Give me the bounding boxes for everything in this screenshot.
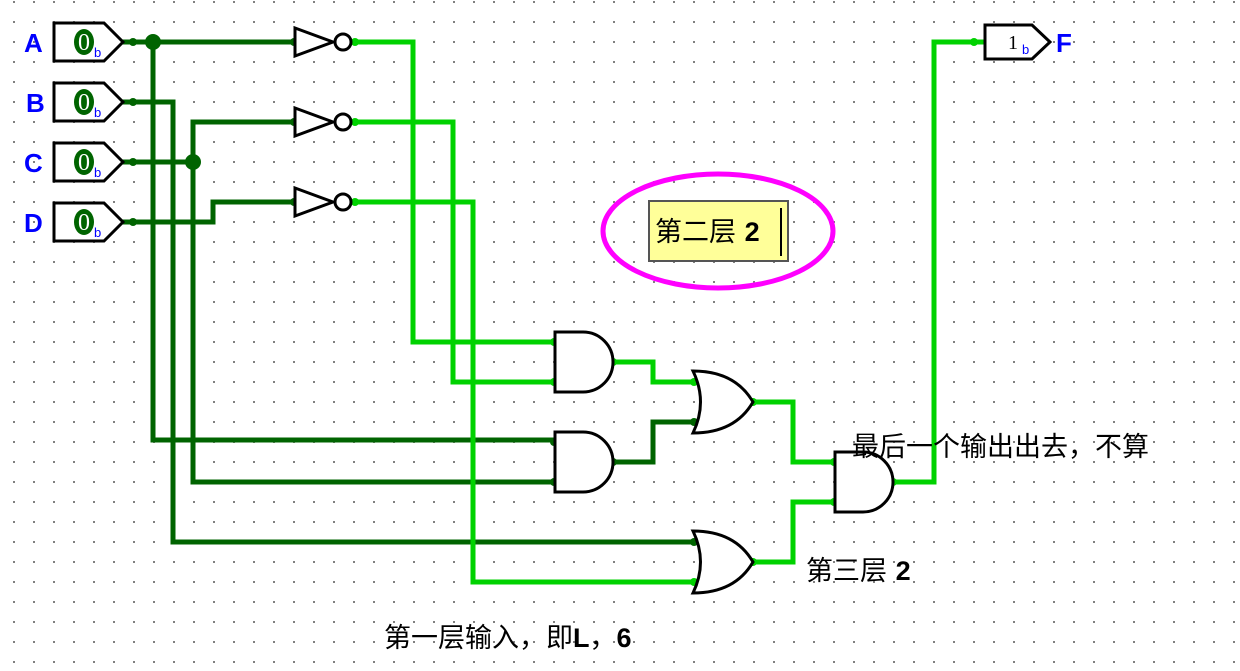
wires-high bbox=[350, 38, 987, 586]
pin-label-f: F bbox=[1056, 28, 1072, 58]
output-pin-body[interactable] bbox=[983, 23, 1053, 61]
pin-dot bbox=[351, 118, 359, 126]
pin-radix-b: b bbox=[94, 105, 101, 120]
wire-not3-to-or2[interactable] bbox=[350, 199, 697, 585]
not-gate-body[interactable] bbox=[293, 105, 338, 139]
wire-or2-to-and3[interactable] bbox=[750, 499, 837, 565]
pin-state-indicator bbox=[74, 209, 94, 235]
wire-and3-to-output[interactable] bbox=[890, 39, 987, 485]
inversion-bubble bbox=[333, 112, 353, 132]
input-pin-d[interactable]: D 0 b bbox=[24, 201, 126, 243]
pin-label-d: D bbox=[24, 208, 43, 238]
pin-dot bbox=[129, 158, 137, 166]
and-gate-1[interactable] bbox=[553, 330, 615, 394]
wire-not2-to-and1[interactable] bbox=[350, 119, 557, 385]
pin-state-indicator bbox=[74, 149, 94, 175]
not-gate-2[interactable] bbox=[293, 105, 353, 139]
pin-radix-a: b bbox=[94, 45, 101, 60]
or-gate-2[interactable] bbox=[690, 529, 755, 595]
wire-and1-to-or1[interactable] bbox=[610, 359, 697, 385]
junction-c bbox=[185, 154, 201, 170]
input-pin-a[interactable]: A 0 b bbox=[24, 21, 126, 63]
pin-value-c: 0 bbox=[78, 150, 90, 176]
and-gate-2[interactable] bbox=[553, 430, 615, 494]
not-gate-body[interactable] bbox=[293, 25, 338, 59]
pin-value-d: 0 bbox=[78, 210, 90, 236]
pin-dot bbox=[351, 38, 359, 46]
inversion-bubble bbox=[333, 192, 353, 212]
pin-radix-d: b bbox=[94, 225, 101, 240]
inversion-bubble bbox=[333, 32, 353, 52]
pin-dot bbox=[129, 38, 137, 46]
wire-or1-to-and3[interactable] bbox=[750, 399, 837, 465]
input-pin-c[interactable]: C 0 b bbox=[24, 141, 126, 183]
wire-b-to-or2[interactable] bbox=[120, 99, 697, 545]
not-gate-body[interactable] bbox=[293, 185, 338, 219]
layer1-note[interactable]: 第一层输入，即L，6 bbox=[384, 623, 632, 654]
pin-label-c: C bbox=[24, 148, 43, 178]
pin-dot bbox=[129, 218, 137, 226]
junction-a bbox=[145, 34, 161, 50]
pin-dot bbox=[129, 98, 137, 106]
input-pin-b[interactable]: B 0 b bbox=[26, 81, 126, 123]
wire-d-to-not3[interactable] bbox=[120, 199, 297, 225]
pin-radix-c: b bbox=[94, 165, 101, 180]
or-gate-1[interactable] bbox=[690, 369, 755, 435]
layer3-note[interactable]: 第三层 2 bbox=[806, 556, 911, 587]
pin-value-f: 1 bbox=[1008, 32, 1018, 54]
layer2-note[interactable]: 第二层 2 bbox=[648, 200, 789, 262]
pin-dot bbox=[970, 38, 978, 46]
pin-value-b: 0 bbox=[78, 90, 90, 116]
wire-c-to-not2-and2[interactable] bbox=[190, 119, 557, 485]
last-output-note[interactable]: 最后一个输出出去，不算 bbox=[852, 432, 1149, 463]
pin-dot bbox=[351, 198, 359, 206]
pin-radix-f: b bbox=[1022, 42, 1029, 57]
output-pin-f[interactable]: 1 b F bbox=[983, 23, 1072, 61]
layer2-text[interactable]: 第二层 2 bbox=[655, 217, 760, 248]
highlight-ellipse bbox=[600, 171, 836, 291]
and-gate-3[interactable] bbox=[833, 450, 895, 514]
wire-not1-to-and1[interactable] bbox=[350, 39, 557, 345]
pin-label-a: A bbox=[24, 28, 43, 58]
note-box[interactable] bbox=[648, 200, 789, 262]
not-gate-3[interactable] bbox=[293, 185, 353, 219]
not-gate-1[interactable] bbox=[293, 25, 353, 59]
wire-and2-to-or1[interactable] bbox=[610, 419, 697, 465]
pin-label-b: B bbox=[26, 88, 45, 118]
wire-a-to-and2[interactable] bbox=[150, 39, 557, 443]
pin-state-indicator bbox=[74, 89, 94, 115]
pin-state-indicator bbox=[74, 29, 94, 55]
pin-value-a: 0 bbox=[78, 30, 90, 56]
